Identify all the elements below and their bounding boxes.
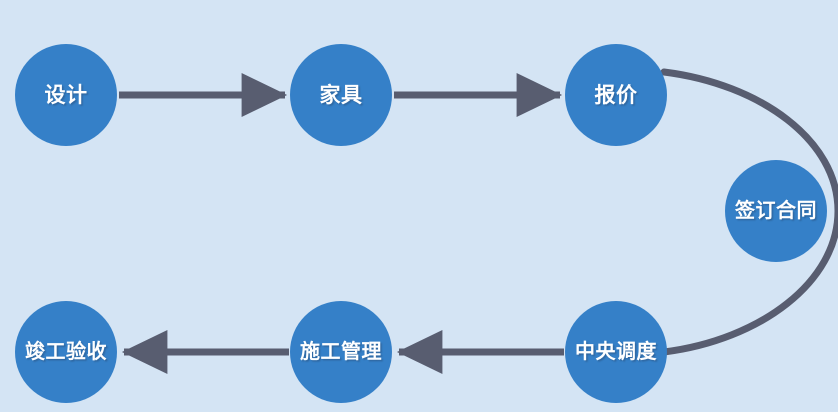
node-label-furniture: 家具 (319, 83, 363, 107)
node-quotation[interactable]: 报价 (565, 44, 667, 146)
node-label-acceptance: 竣工验收 (25, 341, 107, 363)
node-sign-contract[interactable]: 签订合同 (725, 160, 827, 262)
node-label-design: 设计 (44, 83, 88, 107)
node-furniture[interactable]: 家具 (290, 44, 392, 146)
node-label-sign-contract: 签订合同 (735, 200, 817, 222)
node-acceptance[interactable]: 竣工验收 (15, 301, 117, 403)
node-construction[interactable]: 施工管理 (290, 301, 392, 403)
node-label-dispatch: 中央调度 (575, 341, 657, 363)
node-dispatch[interactable]: 中央调度 (565, 301, 667, 403)
connector-quotation-to-dispatch (660, 68, 838, 356)
node-label-construction: 施工管理 (300, 341, 382, 363)
node-label-quotation: 报价 (594, 83, 638, 107)
node-design[interactable]: 设计 (15, 44, 117, 146)
